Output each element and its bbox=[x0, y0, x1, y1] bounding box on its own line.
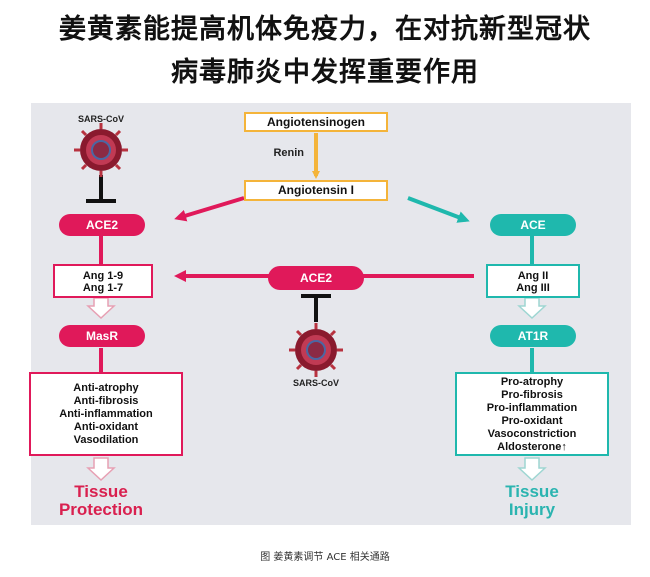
injury-line-2: Injury bbox=[508, 500, 556, 519]
masr-pill: MasR bbox=[59, 325, 145, 347]
virus-icon-top-left bbox=[74, 123, 128, 177]
angiotensin-i-box: Angiotensin I bbox=[244, 180, 388, 201]
protection-line-1: Tissue bbox=[74, 482, 128, 501]
ang-1-9-1-7-box: Ang 1-9 Ang 1-7 bbox=[53, 264, 153, 298]
right-hollow-arrow-1 bbox=[517, 297, 547, 320]
ang-i-to-ace2-arrow bbox=[174, 196, 245, 222]
right-effect-3: Pro-inflammation bbox=[486, 402, 578, 414]
sars-cov-label-middle: SARS-CoV bbox=[292, 378, 339, 388]
ang-ii-iii-box: Ang II Ang III bbox=[486, 264, 580, 298]
right-effect-4: Pro-oxidant bbox=[501, 415, 563, 427]
left-hollow-arrow-2 bbox=[86, 457, 116, 482]
right-effect-2: Pro-fibrosis bbox=[501, 389, 563, 401]
injury-line-1: Tissue bbox=[505, 482, 559, 501]
protection-line-2: Protection bbox=[58, 500, 144, 519]
page-title-line-2: 病毒肺炎中发挥重要作用 bbox=[171, 57, 479, 88]
left-hollow-arrow-1 bbox=[86, 297, 116, 320]
renin-label: Renin bbox=[273, 147, 304, 159]
left-effects-box: Anti-atrophy Anti-fibrosis Anti-inflamma… bbox=[29, 372, 183, 456]
tissue-protection-label: Tissue Protection bbox=[36, 483, 166, 519]
left-effect-1: Anti-atrophy bbox=[73, 382, 139, 394]
left-effect-2: Anti-fibrosis bbox=[73, 395, 139, 407]
ace2-left-pill: ACE2 bbox=[59, 214, 145, 236]
right-product-2: Ang III bbox=[516, 282, 550, 294]
ace2-middle-pill: ACE2 bbox=[268, 266, 364, 290]
left-effect-3: Anti-inflammation bbox=[59, 408, 153, 420]
right-hollow-arrow-2 bbox=[517, 457, 547, 482]
virus-icon-middle bbox=[289, 323, 343, 377]
angiotensinogen-box: Angiotensinogen bbox=[244, 112, 388, 132]
ang-i-to-ace-arrow bbox=[407, 196, 470, 223]
right-effect-6: Aldosterone↑ bbox=[497, 441, 567, 453]
figure-caption: 图 姜黄素调节 ACE 相关通路 bbox=[260, 552, 390, 563]
left-product-2: Ang 1-7 bbox=[82, 282, 124, 294]
tissue-injury-label: Tissue Injury bbox=[467, 483, 597, 519]
left-effect-5: Vasodilation bbox=[73, 434, 139, 446]
left-effect-4: Anti-oxidant bbox=[73, 421, 139, 433]
right-product-1: Ang II bbox=[517, 270, 549, 282]
page-title-line-1: 姜黄素能提高机体免疫力，在对抗新型冠状 bbox=[59, 14, 591, 45]
at1r-pill: AT1R bbox=[490, 325, 576, 347]
left-product-1: Ang 1-9 bbox=[82, 270, 124, 282]
right-effects-box: Pro-atrophy Pro-fibrosis Pro-inflammatio… bbox=[455, 372, 609, 456]
right-effect-5: Vasoconstriction bbox=[487, 428, 577, 440]
ace-right-pill: ACE bbox=[490, 214, 576, 236]
right-effect-1: Pro-atrophy bbox=[500, 376, 564, 388]
sars-cov-label-top: SARS-CoV bbox=[77, 114, 124, 124]
